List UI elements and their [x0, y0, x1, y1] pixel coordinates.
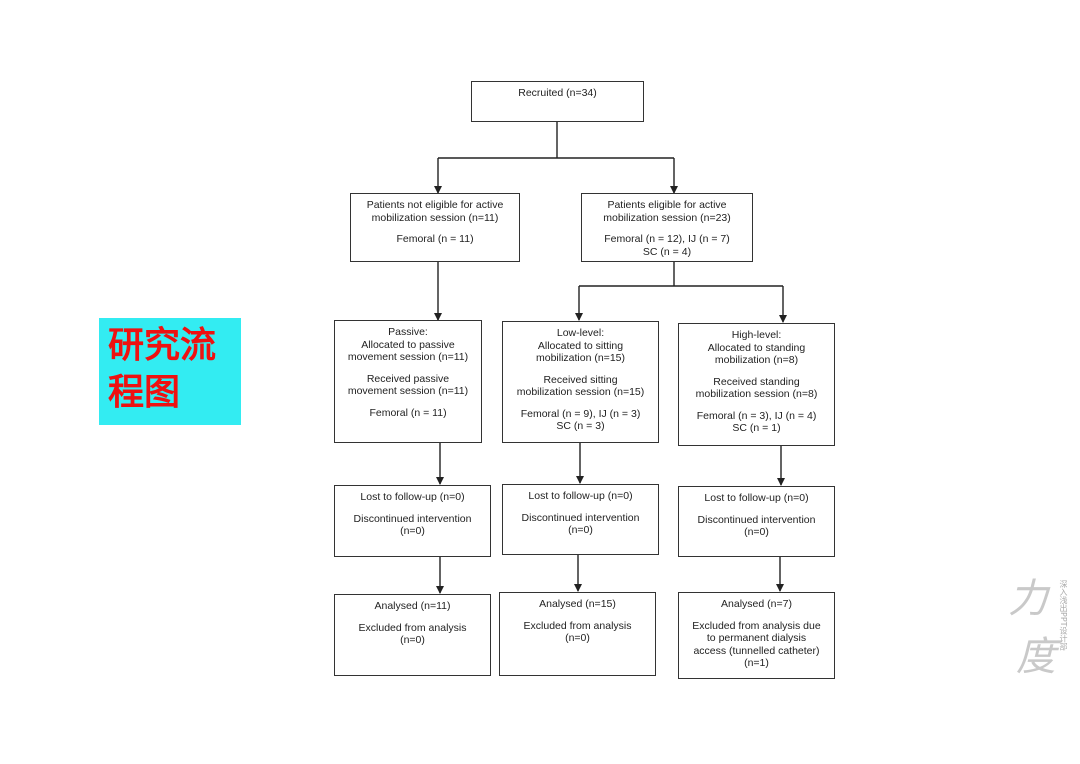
box-followup-passive: Lost to follow-up (n=0) Discontinued int…	[334, 485, 491, 557]
box-eligible-line-1: Femoral (n = 12), IJ (n = 7) SC (n = 4)	[604, 233, 730, 258]
box-not-eligible-line-0: Patients not eligible for active mobiliz…	[366, 199, 504, 224]
box-not-eligible: Patients not eligible for active mobiliz…	[350, 193, 520, 262]
box-followup-high: Lost to follow-up (n=0) Discontinued int…	[678, 486, 835, 557]
label-background	[99, 318, 241, 425]
watermark-glyph-bottom: 度	[1016, 634, 1056, 680]
box-followup-high-line-1: Discontinued intervention (n=0)	[697, 513, 816, 539]
box-followup-low: Lost to follow-up (n=0) Discontinued int…	[502, 484, 659, 555]
box-followup-low-line-1: Discontinued intervention (n=0)	[521, 511, 640, 537]
box-analysed-passive-line-0: Analysed (n=11)	[374, 600, 451, 612]
box-low-level-line-2: Femoral (n = 9), IJ (n = 3) SC (n = 3)	[520, 407, 641, 433]
box-passive-line-2: Femoral (n = 11)	[369, 406, 447, 419]
box-followup-passive-line-0: Lost to follow-up (n=0)	[360, 491, 465, 503]
box-analysed-low: Analysed (n=15) Excluded from analysis (…	[499, 592, 656, 676]
label-line-2: 程图	[108, 372, 181, 413]
box-not-eligible-line-1: Femoral (n = 11)	[396, 233, 474, 245]
box-passive-line-0: Passive: Allocated to passive movement s…	[347, 326, 469, 363]
box-low-level-line-0: Low-level: Allocated to sitting mobiliza…	[535, 327, 625, 364]
box-recruited-line-0: Recruited (n=34)	[518, 87, 597, 99]
watermark-glyph-top: 力	[1008, 576, 1048, 622]
box-analysed-high-line-1: Excluded from analysis due to permanent …	[692, 619, 821, 670]
label-line-1: 研究流	[108, 325, 217, 366]
box-followup-high-line-0: Lost to follow-up (n=0)	[704, 492, 809, 504]
box-low-level: Low-level: Allocated to sitting mobiliza…	[502, 321, 659, 443]
box-analysed-high: Analysed (n=7) Excluded from analysis du…	[678, 592, 835, 679]
study-flowchart-label: 研究流 程图	[108, 322, 238, 416]
box-passive-line-1: Received passive movement session (n=11)	[347, 372, 469, 398]
box-high-level-line-0: High-level: Allocated to standing mobili…	[707, 329, 806, 366]
box-followup-passive-line-1: Discontinued intervention (n=0)	[353, 512, 472, 538]
watermark-logo: 力 度 深入浅出PPT设计部	[1008, 566, 1070, 680]
box-analysed-high-line-0: Analysed (n=7)	[721, 598, 792, 610]
box-high-level: High-level: Allocated to standing mobili…	[678, 323, 835, 446]
box-analysed-low-line-0: Analysed (n=15)	[539, 598, 616, 610]
box-analysed-passive-line-1: Excluded from analysis (n=0)	[358, 621, 467, 647]
box-recruited: Recruited (n=34)	[471, 81, 644, 122]
box-eligible-line-0: Patients eligible for active mobilizatio…	[603, 199, 731, 224]
box-eligible: Patients eligible for active mobilizatio…	[581, 193, 753, 262]
box-high-level-line-2: Femoral (n = 3), IJ (n = 4) SC (n = 1)	[696, 409, 817, 435]
watermark-vertical-text: 深入浅出PPT设计部	[1059, 580, 1068, 651]
box-low-level-line-1: Received sitting mobilization session (n…	[516, 373, 645, 399]
box-high-level-line-1: Received standing mobilization session (…	[695, 375, 818, 401]
box-passive: Passive: Allocated to passive movement s…	[334, 320, 482, 443]
box-followup-low-line-0: Lost to follow-up (n=0)	[528, 490, 633, 502]
box-analysed-passive: Analysed (n=11) Excluded from analysis (…	[334, 594, 491, 676]
box-analysed-low-line-1: Excluded from analysis (n=0)	[523, 619, 632, 645]
